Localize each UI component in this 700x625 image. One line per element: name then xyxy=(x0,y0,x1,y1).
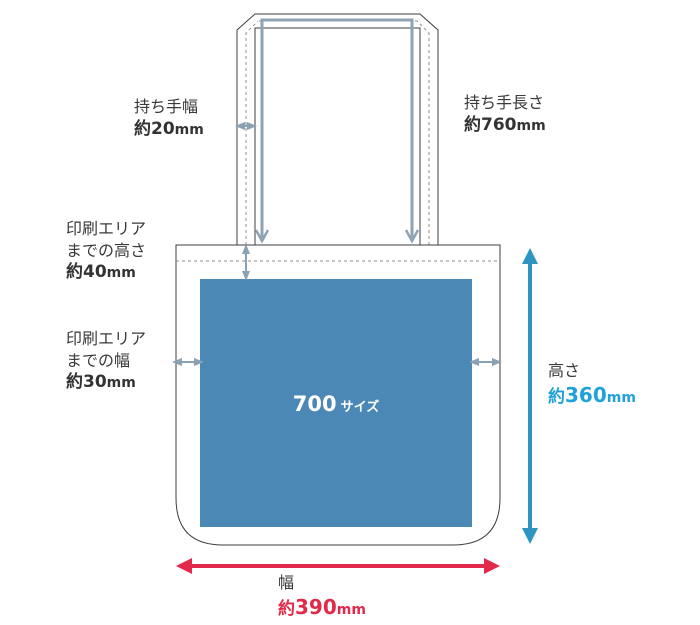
print-area xyxy=(200,279,472,527)
handle-length-arrow-left xyxy=(254,229,270,244)
print-top-name-line1: 印刷エリア xyxy=(66,219,147,238)
height-label: 高さ 約360mm xyxy=(548,360,636,409)
handle-inner-outline xyxy=(254,27,421,245)
height-name: 高さ xyxy=(548,361,581,380)
print-area-size-suffix: サイズ xyxy=(340,400,380,415)
handle-stitch-right xyxy=(258,20,430,245)
print-area-size-number: 700 xyxy=(292,392,337,416)
handle-outline xyxy=(236,13,439,245)
height-value: 約360mm xyxy=(548,382,636,407)
width-label: 幅 約390mm xyxy=(278,572,366,621)
print-side-label: 印刷エリア までの幅 約30mm xyxy=(66,328,146,394)
handle-width-label: 持ち手幅 約20mm xyxy=(134,96,204,141)
width-value: 約390mm xyxy=(278,594,366,619)
width-name: 幅 xyxy=(278,573,295,592)
handle-stitch-left xyxy=(245,20,259,245)
print-side-value: 約30mm xyxy=(66,372,136,393)
handle-length-value: 約760mm xyxy=(464,114,546,135)
print-side-name-line1: 印刷エリア xyxy=(66,329,147,348)
print-top-name-line2: までの高さ xyxy=(66,240,147,260)
print-top-label: 印刷エリア までの高さ 約40mm xyxy=(66,218,146,284)
handle-length-arrow-right xyxy=(404,229,420,244)
handle xyxy=(236,13,439,245)
print-top-value: 約40mm xyxy=(66,262,136,283)
handle-length-label: 持ち手長さ 約760mm xyxy=(464,92,546,137)
print-side-name-line2: までの幅 xyxy=(66,350,131,370)
handle-width-value: 約20mm xyxy=(134,118,204,139)
handle-length-name: 持ち手長さ xyxy=(464,93,545,112)
handle-width-name: 持ち手幅 xyxy=(134,97,199,116)
handle-length-line xyxy=(260,18,414,238)
